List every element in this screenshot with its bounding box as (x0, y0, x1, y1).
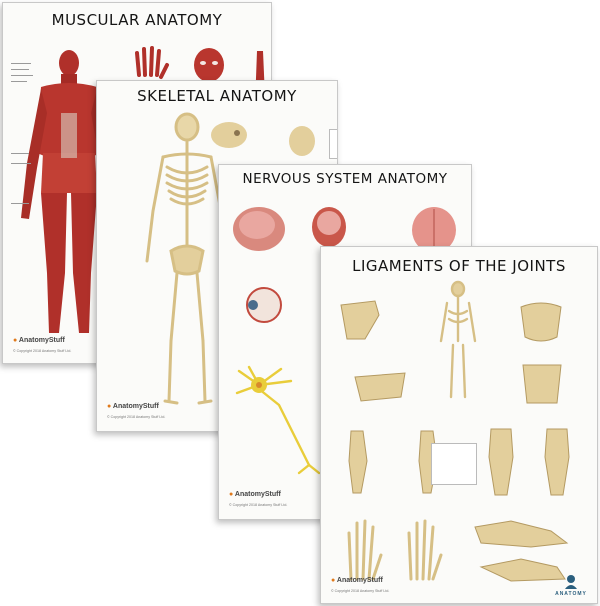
hand-ligaments-illustration (347, 519, 443, 581)
hip-posterior-illustration (522, 364, 562, 404)
face-muscles-illustration (194, 48, 224, 82)
poster-ligaments: LIGAMENTS OF THE JOINTS (320, 246, 598, 604)
foot-ligaments-illustration (474, 520, 569, 582)
brand-logo: ● AnatomyStuff (229, 491, 281, 498)
anatomy-logo: ANATOMY (551, 573, 591, 597)
copyright-text: © Copyright 2018 Anatomy Stuff Ltd. (107, 415, 166, 419)
brain-top-illustration (412, 207, 456, 253)
neuron-illustration (235, 365, 321, 475)
skull-posterior-illustration (289, 126, 315, 156)
skull-lateral-illustration (211, 122, 247, 148)
poster-title: MUSCULAR ANATOMY (51, 11, 223, 29)
poster-title: NERVOUS SYSTEM ANATOMY (242, 171, 448, 187)
knee-joints-illustration (488, 428, 570, 496)
copyright-text: © Copyright 2018 Anatomy Stuff Ltd. (229, 503, 288, 507)
shoulder-joint-illustration (340, 300, 380, 340)
abbreviations-legend (329, 129, 337, 159)
poster-title: LIGAMENTS OF THE JOINTS (352, 257, 566, 275)
hand-muscles-illustration (135, 46, 169, 79)
copyright-text: © Copyright 2018 Anatomy Stuff Ltd. (331, 589, 390, 593)
shoulder-posterior-illustration (354, 372, 406, 402)
hip-joint-illustration (520, 302, 562, 342)
eye-illustration (246, 287, 282, 323)
skeleton-small-illustration (439, 280, 477, 399)
brain-front-illustration (312, 207, 346, 247)
copyright-text: © Copyright 2018 Anatomy Stuff Ltd. (13, 349, 72, 353)
head-brain-illustration (233, 207, 285, 251)
brand-logo: ● AnatomyStuff (331, 577, 383, 584)
brand-logo: ● AnatomyStuff (107, 403, 159, 410)
brand-logo: ● AnatomyStuff (13, 337, 65, 344)
anatomy-logo-icon (565, 575, 577, 589)
poster-title: SKELETAL ANATOMY (137, 87, 297, 105)
abbreviations-legend (431, 443, 477, 485)
